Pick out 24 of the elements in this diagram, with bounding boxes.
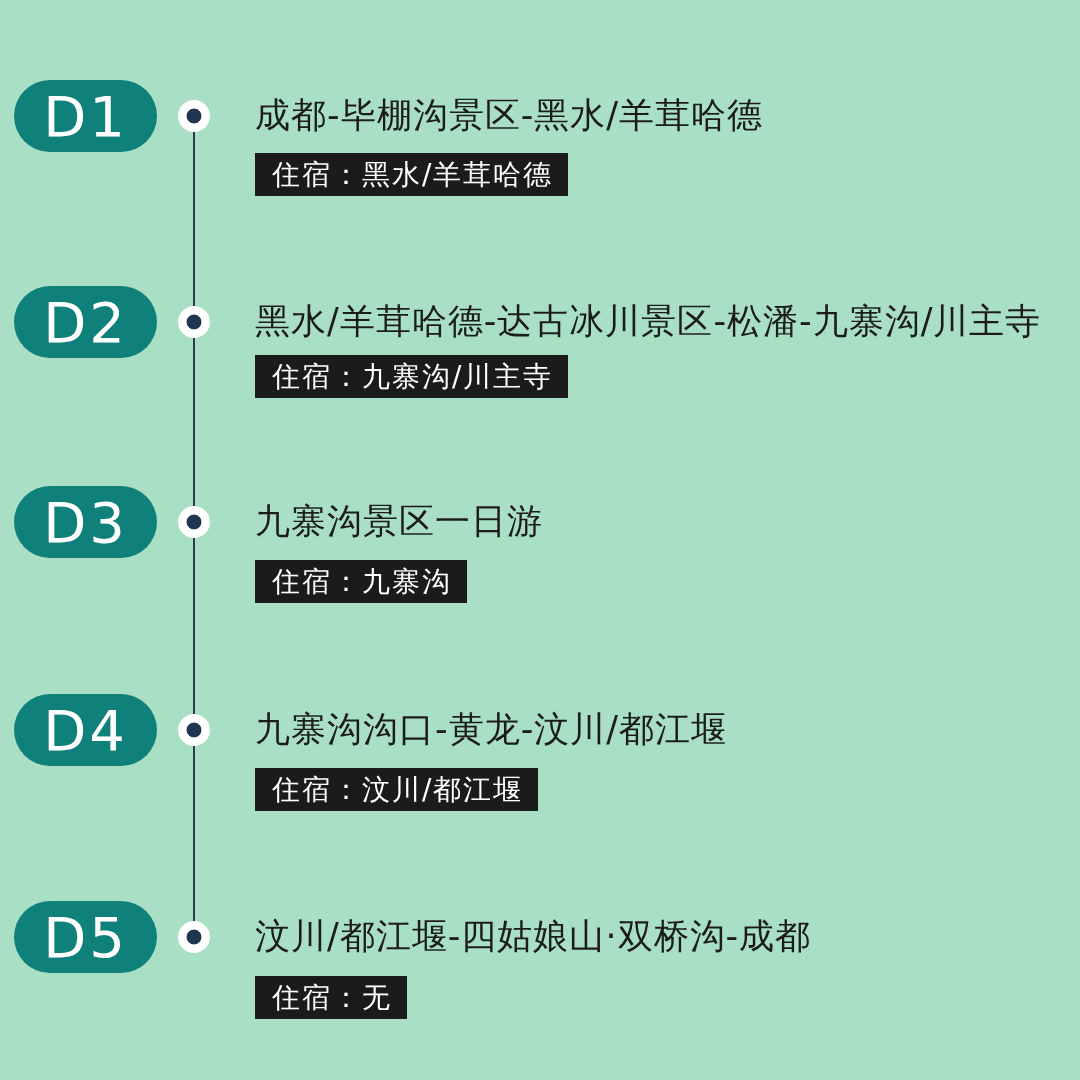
route-text: 九寨沟景区一日游 <box>255 500 543 542</box>
day-badge: D5 <box>14 901 157 973</box>
day-badge: D2 <box>14 286 157 358</box>
timeline-line <box>193 745 195 922</box>
lodging-tag: 住宿：黑水/羊茸哈德 <box>255 153 569 196</box>
route-text: 九寨沟沟口-黄龙-汶川/都江堰 <box>255 708 728 750</box>
route-text: 黑水/羊茸哈德-达古冰川景区-松潘-九寨沟/川主寺 <box>255 300 1042 342</box>
lodging-tag: 住宿：九寨沟/川主寺 <box>255 355 569 398</box>
day-badge: D4 <box>14 694 157 766</box>
day-badge: D3 <box>14 486 157 558</box>
route-text: 汶川/都江堰-四姑娘山·双桥沟-成都 <box>255 915 812 957</box>
timeline-dot <box>178 714 210 746</box>
timeline-line <box>193 131 195 307</box>
lodging-tag: 住宿：九寨沟 <box>255 560 467 603</box>
timeline-line <box>193 337 195 507</box>
timeline-dot <box>178 506 210 538</box>
timeline-dot <box>178 100 210 132</box>
route-text: 成都-毕棚沟景区-黑水/羊茸哈德 <box>255 94 764 136</box>
lodging-tag: 住宿：汶川/都江堰 <box>255 768 539 811</box>
timeline-dot <box>178 921 210 953</box>
lodging-tag: 住宿：无 <box>255 976 407 1019</box>
timeline-line <box>193 537 195 715</box>
day-badge: D1 <box>14 80 157 152</box>
timeline-dot <box>178 306 210 338</box>
